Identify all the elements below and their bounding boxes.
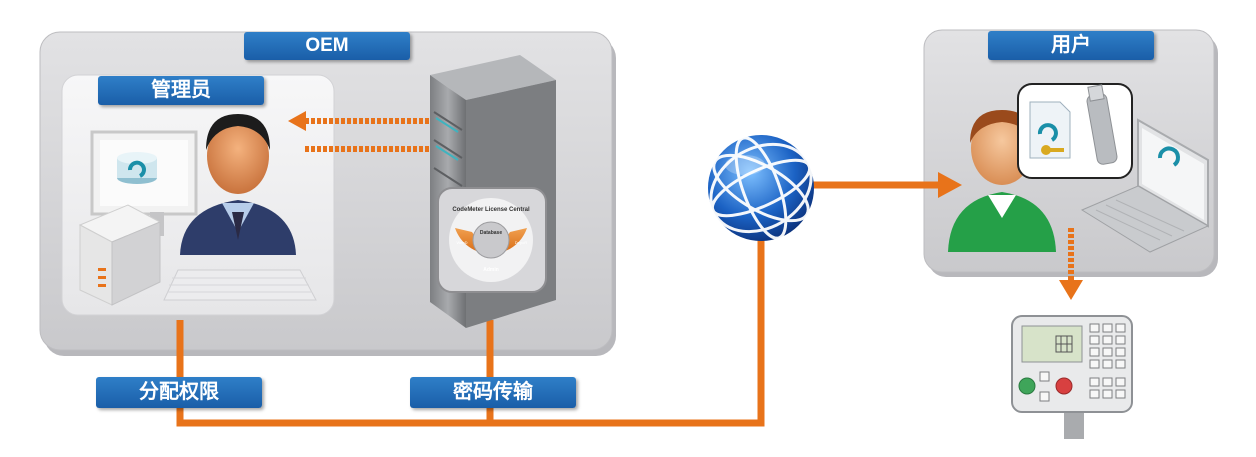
- usb-dongle-icon: [1086, 84, 1118, 165]
- license-central-badge: [437, 187, 547, 293]
- license-segment-label: Admin: [483, 267, 499, 273]
- embedded-device-icon: [1011, 315, 1133, 439]
- tower-pc-icon: [78, 204, 162, 306]
- laptop-icon: [1080, 118, 1210, 253]
- oem-title: OEM: [244, 32, 410, 60]
- admin-person-icon: [180, 114, 296, 255]
- globe-icon: [708, 135, 814, 241]
- admin-title: 管理员: [98, 76, 264, 105]
- license-segment-label: DepoR: [515, 240, 528, 245]
- license-central-hub: Database: [480, 230, 502, 236]
- license-central-title: CodeMeter License Central: [452, 207, 530, 213]
- assign-rights-label: 分配权限: [96, 377, 262, 408]
- license-callout: [1017, 83, 1133, 179]
- monitor-icon: [90, 130, 198, 236]
- user-title: 用户: [988, 31, 1154, 60]
- password-transfer-label: 密码传输: [410, 377, 576, 408]
- arrow-to-user-icon: [938, 172, 962, 198]
- device-arrow: [1059, 228, 1083, 300]
- keyboard-icon: [163, 269, 317, 301]
- license-segment-label: WebD: [456, 240, 467, 245]
